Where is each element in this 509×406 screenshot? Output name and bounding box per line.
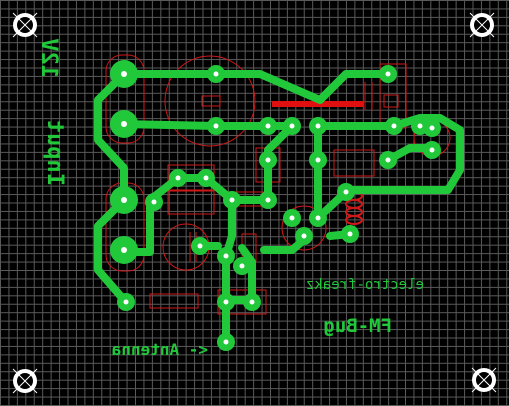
mounting-hole-top-left [12,12,38,38]
mounting-hole-top-right [469,12,495,38]
silkscreen-layer [105,54,451,315]
pads-large-holes [121,71,127,253]
connector-outline-12v [105,54,145,144]
transistor-outline-round [281,205,327,251]
label-brand: electro-freakz [306,277,424,293]
mounting-hole-bottom-right [471,367,497,393]
jumper-wire [272,101,364,107]
resistor-outline-bottom [149,293,199,309]
mounting-hole-bottom-left [12,368,38,394]
pads-small-holes [123,71,435,345]
capacitor-outline-large [164,55,256,147]
label-title: FM-Bug [323,315,392,337]
label-input: Input [42,120,67,186]
pads-small [117,65,441,351]
label-12v: 12V [36,38,61,78]
label-antenna: <- Antenna [112,340,208,359]
